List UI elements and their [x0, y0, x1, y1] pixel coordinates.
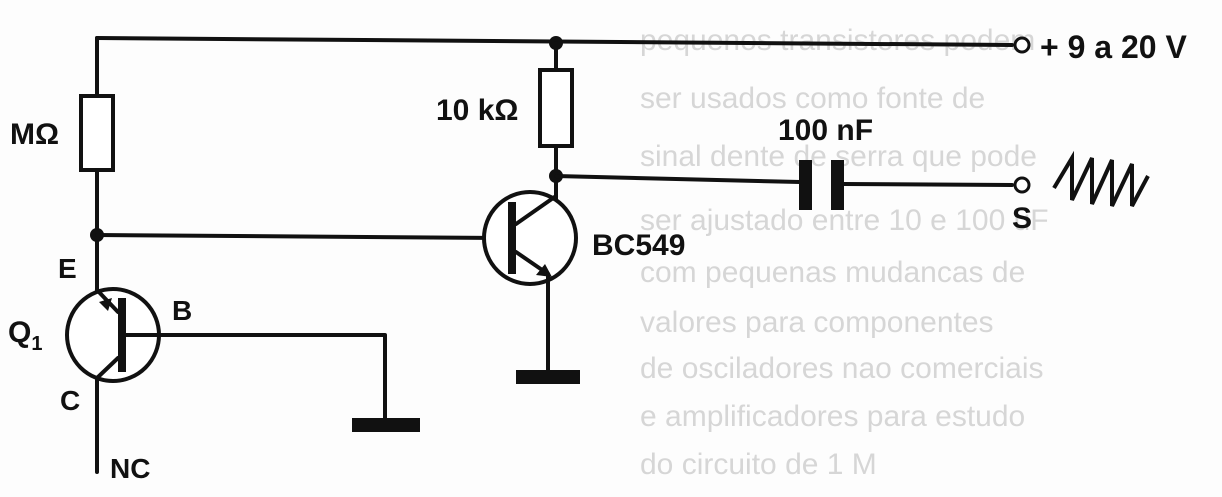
- transistor-q1: E B C Q1 NC: [8, 253, 387, 484]
- resistor-r1: [79, 94, 115, 172]
- c1-label: 100 nF: [778, 114, 873, 147]
- capacitor-plate-right: [831, 160, 844, 210]
- bleed-line: com pequenas mudancas de: [640, 256, 1025, 289]
- bleed-line: de osciladores nao comerciais: [640, 352, 1044, 385]
- bc549-collector-lead: [514, 194, 558, 226]
- q1-collector-label: C: [60, 385, 80, 416]
- q1-collector-lead: [95, 356, 120, 474]
- bleed-line: e amplificadores para estudo: [640, 400, 1025, 433]
- transistor-bc549: BC549: [482, 190, 685, 372]
- bleed-line: pequenos transistores podem: [640, 24, 1035, 57]
- supply-label: + 9 a 20 V: [1040, 29, 1187, 65]
- q1-base-label: B: [172, 295, 192, 326]
- bc549-label: BC549: [592, 229, 685, 262]
- bc549-envelope: [482, 190, 578, 286]
- r1-label: MΩ: [10, 118, 59, 151]
- output-label: S: [1012, 202, 1032, 235]
- capacitor-plate-left: [799, 160, 812, 210]
- cap-left-wire: [554, 174, 802, 184]
- q1-nc-label: NC: [110, 453, 150, 484]
- output-terminal: [1013, 176, 1031, 194]
- bleed-line: valores para componentes: [640, 306, 994, 339]
- ground-symbol-icon: [516, 370, 580, 384]
- q1-label: Q1: [8, 316, 42, 355]
- q1-emitter-label: E: [58, 253, 77, 284]
- ground-symbol-icon: [352, 418, 420, 432]
- sawtooth-waveform-icon: [1052, 150, 1150, 207]
- q1-emitter-arrow: [99, 298, 112, 311]
- cap-right-wire: [842, 182, 1014, 187]
- supply-terminal: [1013, 36, 1031, 54]
- bleed-through-text: pequenos transistores podem ser usados c…: [640, 24, 1049, 481]
- bleed-line: do circuito de 1 M: [640, 448, 877, 481]
- r2-label: 10 kΩ: [436, 94, 518, 127]
- q1-base-wire: [123, 333, 387, 420]
- base-wire: [95, 233, 502, 240]
- bleed-line: ser usados como fonte de: [640, 82, 985, 115]
- resistor-r2: [538, 68, 574, 148]
- bleed-line: ser ajustado entre 10 e 100 uF: [640, 204, 1049, 237]
